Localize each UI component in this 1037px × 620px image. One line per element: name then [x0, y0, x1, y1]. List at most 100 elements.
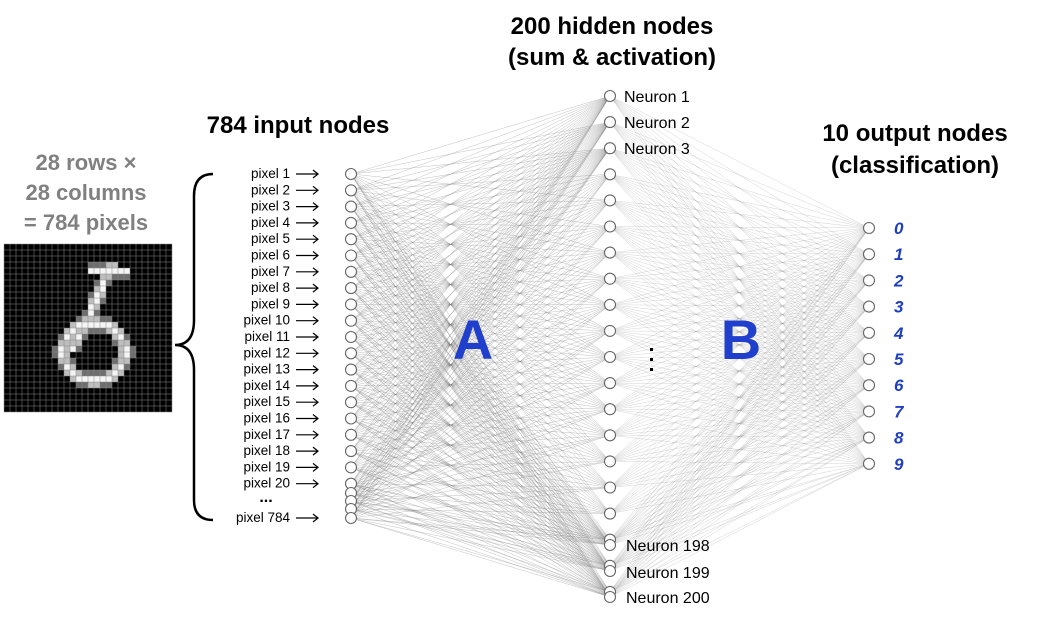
connection-input-hidden [350, 278, 611, 289]
connection-hidden-output [609, 226, 870, 334]
connection-hidden-output [609, 332, 870, 462]
connection-input-hidden [350, 487, 611, 519]
connection-input-hidden [350, 121, 611, 370]
connection-hidden-output [609, 174, 870, 438]
input-node [344, 461, 358, 474]
connection-hidden-output [609, 121, 870, 386]
connection-hidden-output [609, 227, 870, 572]
connection-input-hidden [350, 320, 611, 384]
connection-input-hidden [350, 95, 611, 403]
connection-input-hidden [350, 330, 611, 452]
connection-input-hidden [350, 330, 611, 519]
neuron-label-1: Neuron 1 [624, 89, 690, 106]
connection-input-hidden [350, 356, 611, 510]
connection-input-hidden [350, 148, 611, 435]
connection-input-hidden [350, 222, 611, 488]
connection-hidden-output [609, 358, 870, 514]
connection-hidden-output [609, 306, 870, 332]
connection-hidden-output [609, 384, 870, 567]
connection-input-hidden [350, 369, 611, 598]
connection-input-hidden [350, 385, 611, 546]
connection-input-hidden [350, 174, 611, 354]
connection-hidden-output [609, 356, 870, 386]
connection-input-hidden [350, 508, 611, 567]
connection-input-hidden [350, 320, 611, 546]
connection-input-hidden [350, 271, 611, 410]
connection-hidden-output [609, 332, 870, 384]
connection-hidden-output [609, 226, 870, 386]
connection-hidden-output [609, 437, 870, 593]
connection-input-hidden [350, 200, 611, 305]
connection-hidden-output [609, 200, 870, 438]
output-node [862, 221, 876, 235]
connection-hidden-output [609, 280, 870, 384]
connection-hidden-output [609, 411, 870, 593]
connection-input-hidden [350, 206, 611, 410]
hidden-node [603, 377, 617, 390]
connection-input-hidden [350, 385, 611, 436]
connection-input-hidden [350, 320, 611, 540]
connection-input-hidden [350, 385, 611, 598]
connection-input-hidden [350, 95, 611, 321]
connection-hidden-output [609, 306, 870, 593]
connection-hidden-output [609, 226, 870, 412]
connection-input-hidden [350, 95, 611, 191]
connection-input-hidden [350, 95, 611, 468]
connection-input-hidden [350, 190, 611, 436]
connection-input-hidden [350, 147, 611, 256]
arrow-right-icon [296, 479, 319, 489]
connection-input-hidden [350, 500, 611, 598]
connection-input-hidden [350, 287, 611, 598]
connection-hidden-output [609, 332, 870, 598]
connection-input-hidden [350, 369, 611, 514]
connection-input-hidden [350, 121, 611, 484]
connection-input-hidden [350, 461, 611, 510]
connection-input-hidden [350, 148, 611, 354]
connection-hidden-output [609, 174, 870, 281]
connection-input-hidden [350, 418, 611, 572]
connection-input-hidden [350, 287, 611, 436]
connection-input-hidden [350, 402, 611, 598]
connection-input-hidden [350, 255, 611, 384]
connection-hidden-output [609, 148, 870, 412]
input-node [344, 511, 358, 525]
connection-input-hidden [350, 121, 611, 510]
connection-input-hidden [350, 121, 611, 289]
connection-input-hidden [350, 287, 611, 593]
connection-input-hidden [350, 173, 611, 514]
connection-hidden-output [609, 463, 870, 572]
arrow-right-icon [296, 332, 319, 342]
connection-hidden-output [609, 306, 870, 488]
connection-input-hidden [350, 418, 611, 546]
connection-input-hidden [350, 95, 611, 494]
connection-input-hidden [350, 517, 611, 572]
arrow-right-icon [296, 348, 319, 358]
arrow-right-icon [296, 397, 319, 407]
connection-input-hidden [350, 382, 611, 519]
output-class-label: 2 [893, 271, 904, 290]
connection-input-hidden [350, 252, 611, 436]
connection-hidden-output [609, 227, 870, 332]
hidden-node [603, 590, 617, 604]
pixel-last-arrow-icon [296, 513, 319, 523]
connection-input-hidden [350, 95, 611, 502]
connection-hidden-output [609, 384, 870, 488]
image-caption-columns: 28 columns [25, 180, 146, 205]
connection-input-hidden [350, 190, 611, 598]
connection-input-hidden [350, 121, 611, 403]
hidden-node [603, 272, 617, 285]
connection-input-hidden [350, 461, 611, 494]
image-caption-rows: 28 rows × [36, 150, 137, 175]
curly-brace-icon [174, 172, 214, 522]
neuron-label-198: Neuron 198 [626, 538, 710, 555]
connection-input-hidden [350, 95, 611, 273]
connection-input-hidden [350, 147, 611, 338]
connection-input-hidden [350, 336, 611, 546]
connection-hidden-output [609, 358, 870, 566]
connection-input-hidden [350, 330, 611, 502]
connection-hidden-output [609, 227, 870, 546]
connection-hidden-output [609, 411, 870, 540]
connection-hidden-output [609, 252, 870, 281]
connection-hidden-output [609, 304, 870, 360]
mnist-digit-image [3, 243, 173, 413]
